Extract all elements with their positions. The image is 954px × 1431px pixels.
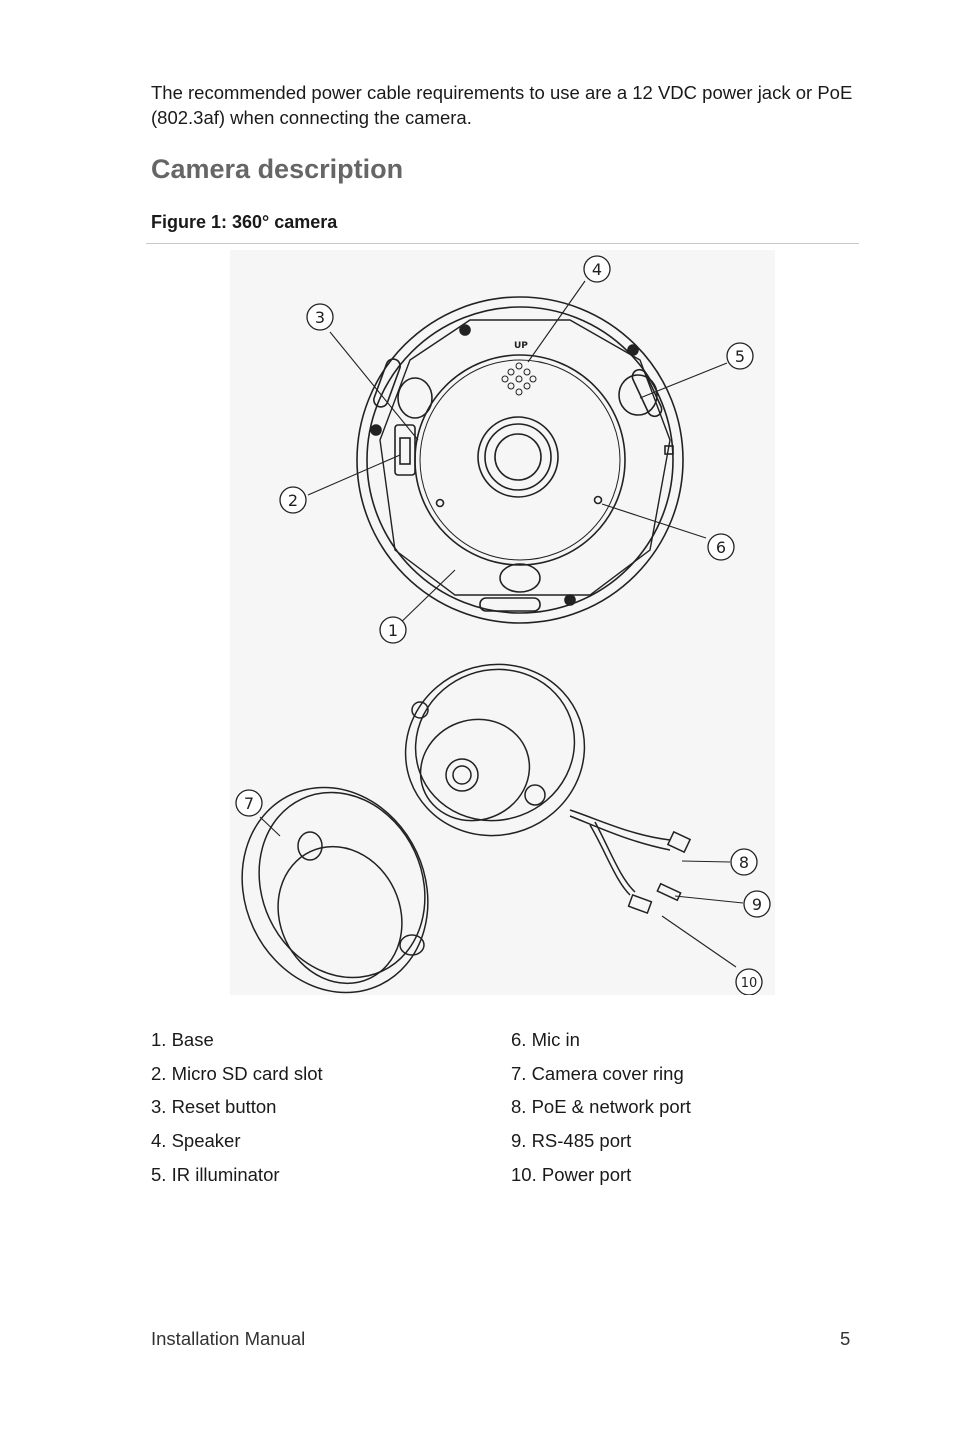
callout-circle: [306, 303, 334, 331]
page-number: 5: [840, 1328, 851, 1349]
callout-circle: [379, 616, 407, 644]
camera-side-view: [404, 663, 692, 915]
callout-9: 9: [752, 895, 762, 914]
legend-item-mic-in: 6. Mic in: [511, 1029, 580, 1050]
legend-item-poe-network-port: 8. PoE & network port: [511, 1096, 691, 1118]
legend-column-right: 6. Mic in 7. Camera cover ring 8. PoE & …: [511, 1028, 691, 1196]
callout-circle: [583, 255, 611, 283]
legend-item-micro-sd-slot: 2. Micro SD card slot: [151, 1062, 323, 1084]
callout-circle: [279, 486, 307, 514]
callout-7: 7: [244, 794, 254, 813]
footer-title: Installation Manual: [151, 1328, 306, 1349]
callout-circle: [730, 848, 758, 876]
callout-circle: [726, 342, 754, 370]
camera-top-view: [356, 296, 684, 624]
callout-6: 6: [716, 538, 726, 557]
callout-1: 1: [388, 621, 398, 640]
callout-circle: [707, 533, 735, 561]
callout-circle: [235, 789, 263, 817]
section-title: Camera description: [151, 154, 404, 184]
intro-paragraph: The recommended power cable requirements…: [151, 82, 853, 128]
callout-3: 3: [315, 308, 325, 327]
callout-10: 10: [741, 976, 758, 991]
figure-divider: [146, 243, 859, 244]
camera-diagram: UP: [230, 250, 775, 995]
figure-caption: Figure 1: 360° camera: [151, 212, 338, 232]
legend-item-base: 1. Base: [151, 1029, 214, 1050]
legend-column-left: 1. Base 2. Micro SD card slot 3. Reset b…: [151, 1028, 323, 1196]
callout-5: 5: [735, 347, 745, 366]
callout-8: 8: [739, 853, 749, 872]
legend-item-ir-illuminator: 5. IR illuminator: [151, 1163, 280, 1185]
legend-item-reset-button: 3. Reset button: [151, 1096, 277, 1118]
legend-item-power-port: 10. Power port: [511, 1163, 632, 1185]
legend-item-cover-ring: 7. Camera cover ring: [511, 1062, 684, 1084]
callout-2: 2: [288, 491, 298, 510]
cover-ring: [241, 786, 429, 994]
legend-item-rs485-port: 9. RS-485 port: [511, 1130, 632, 1152]
callout-circle: [743, 890, 771, 918]
speaker-grille: [501, 362, 537, 396]
up-label: UP: [514, 341, 528, 351]
legend-item-speaker: 4. Speaker: [151, 1130, 241, 1152]
leader-lines: [259, 280, 744, 968]
callout-circle: [735, 968, 763, 995]
callout-4: 4: [592, 260, 602, 279]
